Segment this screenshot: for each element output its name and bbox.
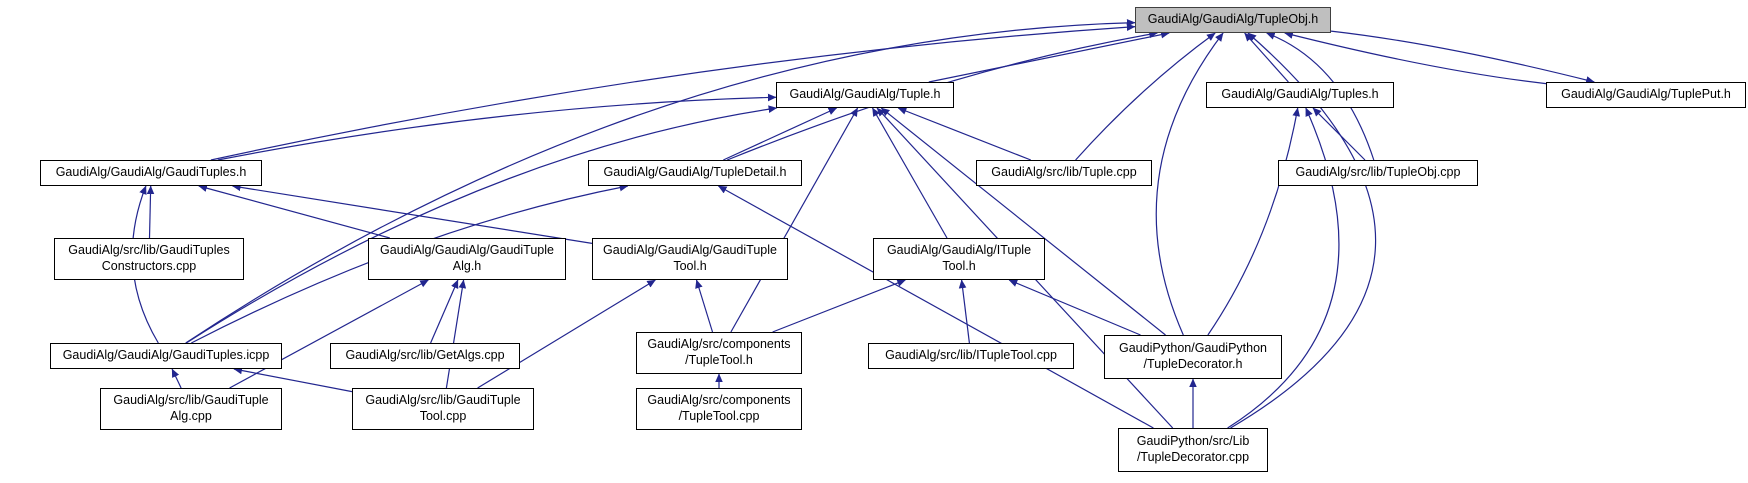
- include-edge-tuple_h-to-tupleobj_h: [928, 30, 1170, 83]
- node-label: /TupleDecorator.cpp: [1136, 450, 1250, 464]
- node-label: Alg.h: [452, 259, 482, 273]
- include-edge-tupleobj_cpp-to-tupleobj_h: [1266, 32, 1375, 161]
- graph-node-gaudituplesconstructors-cpp[interactable]: GaudiAlg/src/lib/GaudiTuples Constructor…: [54, 238, 244, 280]
- node-label: GaudiAlg/src/lib/ITupleTool.cpp: [885, 348, 1057, 363]
- include-edge-tupledetail_h-to-tuple_h: [723, 107, 838, 161]
- include-edge-gauditupletool_cpp-to-gaudituples_icpp: [233, 366, 353, 393]
- include-edge-gauditupletool_cpp-to-gauditupletool_h: [477, 279, 656, 389]
- graph-node-components-tupletool-cpp[interactable]: GaudiAlg/src/components /TupleTool.cpp: [636, 388, 802, 430]
- include-edge-tupleput_h-to-tupleobj_h: [1284, 31, 1547, 85]
- node-label: GaudiAlg/GaudiAlg/Tuple.h: [789, 87, 941, 102]
- include-edge-comp_tupletool_h-to-gauditupletool_h: [695, 279, 714, 333]
- graph-node-tuple-h[interactable]: GaudiAlg/GaudiAlg/Tuple.h: [776, 82, 954, 108]
- include-edge-tupledecorator_cpp-to-tuples_h: [1227, 107, 1340, 429]
- graph-node-tupleobj-cpp[interactable]: GaudiAlg/src/lib/TupleObj.cpp: [1278, 160, 1478, 186]
- node-label: GaudiAlg/src/components: [647, 393, 791, 408]
- include-edge-gaudituplealg_cpp-to-gaudituples_icpp: [171, 368, 182, 389]
- node-label: /TupleTool.h: [685, 353, 753, 367]
- node-label: GaudiAlg/GaudiAlg/TuplePut.h: [1561, 87, 1731, 102]
- node-label: GaudiAlg/GaudiAlg/ITuple: [886, 243, 1032, 258]
- include-edge-gaudituples_h-to-tupleobj_h: [210, 23, 1136, 161]
- include-edge-gaudituples_h-to-tuple_h: [217, 93, 777, 161]
- graph-node-gaudituplealg-h[interactable]: GaudiAlg/GaudiAlg/GaudiTuple Alg.h: [368, 238, 566, 280]
- node-label: GaudiAlg/GaudiAlg/TupleObj.h: [1147, 12, 1319, 27]
- include-edge-gauditupletool_h-to-gaudituples_h: [232, 183, 593, 244]
- node-label: GaudiAlg/src/lib/GaudiTuple: [113, 393, 269, 408]
- node-label: GaudiAlg/GaudiAlg/GaudiTuples.icpp: [62, 348, 270, 363]
- graph-node-tupleobj-h: GaudiAlg/GaudiAlg/TupleObj.h: [1135, 7, 1331, 33]
- graph-node-tuple-cpp[interactable]: GaudiAlg/src/lib/Tuple.cpp: [976, 160, 1152, 186]
- graph-node-gauditupletool-h[interactable]: GaudiAlg/GaudiAlg/GaudiTuple Tool.h: [592, 238, 788, 280]
- include-edge-gauditupletool_cpp-to-gaudituplealg_h: [445, 279, 467, 389]
- graph-node-components-tupletool-h[interactable]: GaudiAlg/src/components /TupleTool.h: [636, 332, 802, 374]
- node-label: GaudiPython/src/Lib: [1136, 434, 1250, 449]
- graph-node-gaudituples-h[interactable]: GaudiAlg/GaudiAlg/GaudiTuples.h: [40, 160, 262, 186]
- node-label: GaudiAlg/src/lib/GaudiTuples: [68, 243, 230, 258]
- node-label: GaudiAlg/GaudiAlg/TupleDetail.h: [603, 165, 787, 180]
- graph-node-getalgs-cpp[interactable]: GaudiAlg/src/lib/GetAlgs.cpp: [330, 343, 520, 369]
- graph-node-gauditupletool-cpp[interactable]: GaudiAlg/src/lib/GaudiTuple Tool.cpp: [352, 388, 534, 430]
- include-edge-gaudituples_icpp-to-tuple_h: [185, 105, 778, 344]
- node-label: GaudiAlg/src/lib/GaudiTuple: [365, 393, 521, 408]
- include-edge-comp_tupletool_h-to-itupletool_h: [772, 279, 906, 333]
- graph-node-tupledecorator-h[interactable]: GaudiPython/GaudiPython /TupleDecorator.…: [1104, 335, 1282, 379]
- node-label: /TupleDecorator.h: [1143, 357, 1243, 371]
- node-label: GaudiAlg/GaudiAlg/GaudiTuple: [380, 243, 554, 258]
- node-label: /TupleTool.cpp: [678, 409, 760, 423]
- include-edge-tupleobj_h-to-tupleput_h: [1330, 30, 1595, 84]
- include-edge-tuple_cpp-to-tupleobj_h: [1075, 32, 1216, 161]
- node-label: Tool.h: [942, 259, 976, 273]
- include-edge-constructors_cpp-to-gaudituples_h: [146, 185, 155, 239]
- graph-node-tupleput-h[interactable]: GaudiAlg/GaudiAlg/TuplePut.h: [1546, 82, 1746, 108]
- node-label: GaudiPython/GaudiPython: [1118, 341, 1268, 356]
- include-edge-comp_tupletool_h-to-tuple_h: [730, 107, 859, 333]
- graph-node-gaudituplealg-cpp[interactable]: GaudiAlg/src/lib/GaudiTuple Alg.cpp: [100, 388, 282, 430]
- include-edge-gaudituplealg_h-to-gaudituples_h: [198, 184, 390, 239]
- node-label: GaudiAlg/src/lib/GetAlgs.cpp: [345, 348, 505, 363]
- graph-node-tupledetail-h[interactable]: GaudiAlg/GaudiAlg/TupleDetail.h: [588, 160, 802, 186]
- include-edge-gaudituplealg_cpp-to-gaudituplealg_h: [229, 279, 429, 389]
- include-edge-tupledecorator_h-to-tupleobj_h: [1155, 32, 1224, 336]
- node-label: GaudiAlg/GaudiAlg/Tuples.h: [1221, 87, 1379, 102]
- graph-node-tupledecorator-cpp[interactable]: GaudiPython/src/Lib /TupleDecorator.cpp: [1118, 428, 1268, 472]
- graph-node-tuples-h[interactable]: GaudiAlg/GaudiAlg/Tuples.h: [1206, 82, 1394, 108]
- include-edge-tupledecorator_h-to-tuples_h: [1207, 107, 1301, 336]
- include-edge-itupletool_cpp-to-itupletool_h: [958, 279, 970, 344]
- include-edge-itupletool_h-to-tuple_h: [871, 107, 948, 239]
- node-label: GaudiAlg/src/lib/Tuple.cpp: [991, 165, 1137, 180]
- graph-node-gaudituples-icpp[interactable]: GaudiAlg/GaudiAlg/GaudiTuples.icpp: [50, 343, 282, 369]
- node-label: GaudiAlg/src/components: [647, 337, 791, 352]
- node-label: Tool.h: [673, 259, 707, 273]
- include-edge-tupledecorator_cpp-to-tupledetail_h: [717, 185, 1154, 429]
- include-edge-tupleobj_cpp-to-tuples_h: [1312, 107, 1366, 161]
- node-label: GaudiAlg/GaudiAlg/GaudiTuple: [603, 243, 777, 258]
- include-edge-getalgs_cpp-to-gaudituplealg_h: [430, 279, 459, 344]
- include-edge-tupledecorator_h-to-itupletool_h: [1008, 279, 1141, 336]
- node-label: Tool.cpp: [419, 409, 467, 423]
- node-label: Alg.cpp: [170, 409, 212, 423]
- node-label: GaudiAlg/src/lib/TupleObj.cpp: [1295, 165, 1461, 180]
- node-label: Constructors.cpp: [101, 259, 197, 273]
- include-edge-tuple_cpp-to-tuple_h: [897, 107, 1032, 161]
- include-edge-tupledecorator_h-to-tuple_h: [880, 107, 1166, 336]
- graph-node-itupletool-h[interactable]: GaudiAlg/GaudiAlg/ITuple Tool.h: [873, 238, 1045, 280]
- graph-node-itupletool-cpp[interactable]: GaudiAlg/src/lib/ITupleTool.cpp: [868, 343, 1074, 369]
- include-edge-gaudituples_icpp-to-tupleobj_h: [185, 18, 1136, 344]
- node-label: GaudiAlg/GaudiAlg/GaudiTuples.h: [55, 165, 247, 180]
